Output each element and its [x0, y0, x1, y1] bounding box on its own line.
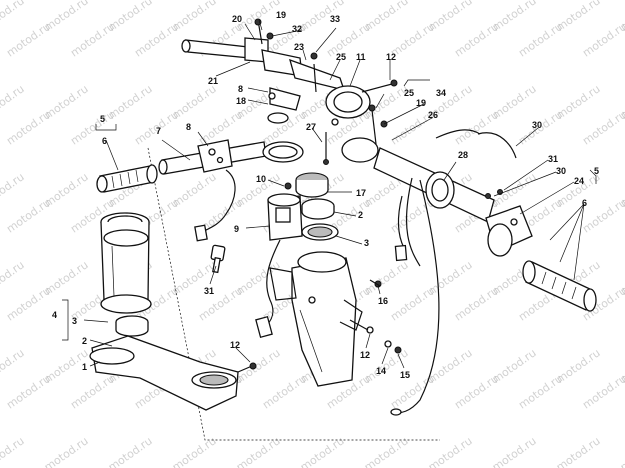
watermark-text: motod.ru	[490, 434, 539, 468]
callout-22: 23	[294, 42, 304, 52]
watermark-text: motod.ru	[0, 258, 27, 298]
callout-18: 18	[236, 96, 246, 106]
watermark-text: motod.ru	[106, 434, 155, 468]
watermark-text: motod.ru	[0, 0, 27, 34]
callout-25-right: 26	[428, 110, 438, 120]
watermark-text: motod.ru	[132, 20, 181, 60]
callout-10: 9	[234, 224, 239, 234]
watermark-text: motod.ru	[4, 284, 53, 324]
watermark-text: motod.ru	[0, 434, 27, 468]
ignition-key	[210, 244, 226, 274]
callout-19-right: 19	[416, 98, 426, 108]
watermark-text: motod.ru	[388, 284, 437, 324]
watermark-text: motod.ru	[452, 20, 501, 60]
callout-12-bottom: 12	[230, 340, 240, 350]
watermark-text: motod.ru	[4, 108, 53, 148]
watermark-text: motod.ru	[234, 434, 283, 468]
callout-1: 1	[82, 362, 87, 372]
callout-29: 31	[548, 154, 558, 164]
watermark-text: motod.ru	[42, 434, 91, 468]
callout-30: 30	[556, 166, 566, 176]
watermark-text: motod.ru	[452, 284, 501, 324]
callout-11: 10	[256, 174, 266, 184]
callout-19: 19	[276, 10, 286, 20]
right-top-clamp	[310, 52, 398, 126]
part-drawings	[62, 18, 597, 441]
callout-twenty-four: 24	[574, 176, 584, 186]
frame-head-tube	[269, 251, 363, 387]
callout-16: 16	[378, 296, 388, 306]
callout-21: 21	[208, 76, 218, 86]
callout-9: 8	[238, 84, 243, 94]
watermark-text: motod.ru	[452, 372, 501, 412]
watermark-text: motod.ru	[0, 346, 27, 386]
clip-on-upper	[181, 18, 345, 124]
callout-33: 33	[330, 14, 340, 24]
watermark-text: motod.ru	[426, 434, 475, 468]
callout-6-right: 6	[582, 198, 587, 208]
watermark-text: motod.ru	[362, 434, 411, 468]
watermark-text: motod.ru	[324, 20, 373, 60]
throttle-assembly	[485, 189, 533, 257]
callout-27: 28	[458, 150, 468, 160]
callout-17: 17	[356, 188, 366, 198]
callout-thirty-one: 31	[204, 286, 214, 296]
callout-6-left: 6	[102, 136, 107, 146]
callout-13: 12	[360, 350, 370, 360]
callout-32: 32	[292, 24, 302, 34]
callout-4: 4	[52, 310, 57, 320]
watermark-text: motod.ru	[580, 108, 625, 148]
watermark-text: motod.ru	[260, 372, 309, 412]
watermark-text: motod.ru	[618, 434, 625, 468]
watermark-text: motod.ru	[4, 196, 53, 236]
watermark-text: motod.ru	[298, 434, 347, 468]
right-grip	[522, 260, 597, 312]
callout-2-left: 2	[82, 336, 87, 346]
callout-15: 15	[400, 370, 410, 380]
callout-5-right: 5	[594, 166, 599, 176]
watermark-text: motod.ru	[4, 372, 53, 412]
callout-25: 25	[404, 88, 414, 98]
watermark-text: motod.ru	[68, 108, 117, 148]
watermark-text: motod.ru	[580, 20, 625, 60]
watermark-text: motod.ru	[0, 170, 27, 210]
watermark-text: motod.ru	[68, 372, 117, 412]
watermark-text: motod.ru	[68, 20, 117, 60]
callout-12-right: 12	[386, 52, 396, 62]
callout-5-left: 5	[100, 114, 105, 124]
left-switch-housing	[194, 139, 236, 242]
ignition-switch	[255, 182, 303, 339]
right-handlebar	[341, 104, 495, 223]
throttle-cable	[477, 132, 517, 159]
watermark-text: motod.ru	[580, 372, 625, 412]
callout-14: 14	[376, 366, 386, 376]
steering-stem-parts	[295, 172, 339, 241]
callout-2-mid: 2	[358, 210, 363, 220]
leader-lines	[62, 19, 597, 369]
left-fork-tube	[100, 212, 152, 337]
watermark-text: motod.ru	[516, 372, 565, 412]
left-grip	[96, 164, 158, 193]
watermark-text: motod.ru	[170, 434, 219, 468]
watermark-text: motod.ru	[4, 20, 53, 60]
callout-20: 20	[232, 14, 242, 24]
callout-23: 25	[336, 52, 346, 62]
lower-triple-clamp	[89, 335, 257, 411]
callout-26: 27	[306, 122, 316, 132]
callout-eight: 8	[186, 122, 191, 132]
callout-3-left: 3	[72, 316, 77, 326]
watermark-text: motod.ru	[554, 434, 603, 468]
watermark-text: motod.ru	[452, 108, 501, 148]
watermark-text: motod.ru	[516, 20, 565, 60]
watermark-text: motod.ru	[0, 82, 27, 122]
callout-3-mid: 3	[364, 238, 369, 248]
callout-28: 30	[532, 120, 542, 130]
callout-34: 34	[436, 88, 446, 98]
callout-12-top: 11	[356, 52, 366, 62]
callout-labels: 20 19 32 33 23 25 11 12 21 8 18 25 25 25…	[52, 10, 599, 380]
callout-7: 7	[156, 126, 161, 136]
